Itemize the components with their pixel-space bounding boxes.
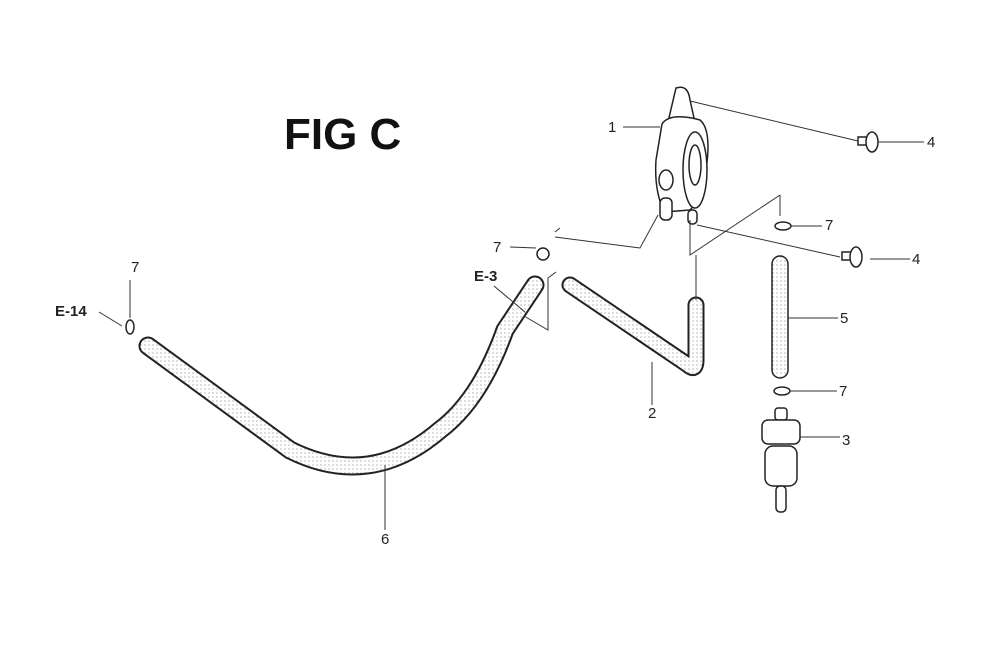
- callout-7-lower-right: 7: [839, 383, 848, 400]
- callout-4-lower: 4: [912, 251, 921, 268]
- bolt-4-lower: [841, 246, 863, 268]
- callout-2: 2: [648, 405, 657, 422]
- leader-lines: [98, 100, 924, 530]
- reference-e3: E-3: [474, 268, 498, 285]
- hose-2: [561, 276, 705, 376]
- callout-3: 3: [842, 432, 851, 449]
- clamp-7: [125, 221, 792, 396]
- hose-6: [138, 275, 545, 476]
- fuel-pump: [654, 86, 709, 225]
- callout-5: 5: [840, 310, 849, 327]
- callout-6: 6: [381, 531, 390, 548]
- callout-7-center: 7: [493, 239, 502, 256]
- callout-1: 1: [608, 119, 617, 136]
- reference-e14: E-14: [55, 303, 87, 320]
- bolt-4-upper: [857, 131, 879, 153]
- fuel-filter: [761, 407, 801, 513]
- hose-5: [771, 255, 789, 379]
- callout-7-upper-right: 7: [825, 217, 834, 234]
- figure-title: FIG C: [284, 110, 402, 159]
- callout-4-upper: 4: [927, 134, 936, 151]
- callout-7-left: 7: [131, 259, 140, 276]
